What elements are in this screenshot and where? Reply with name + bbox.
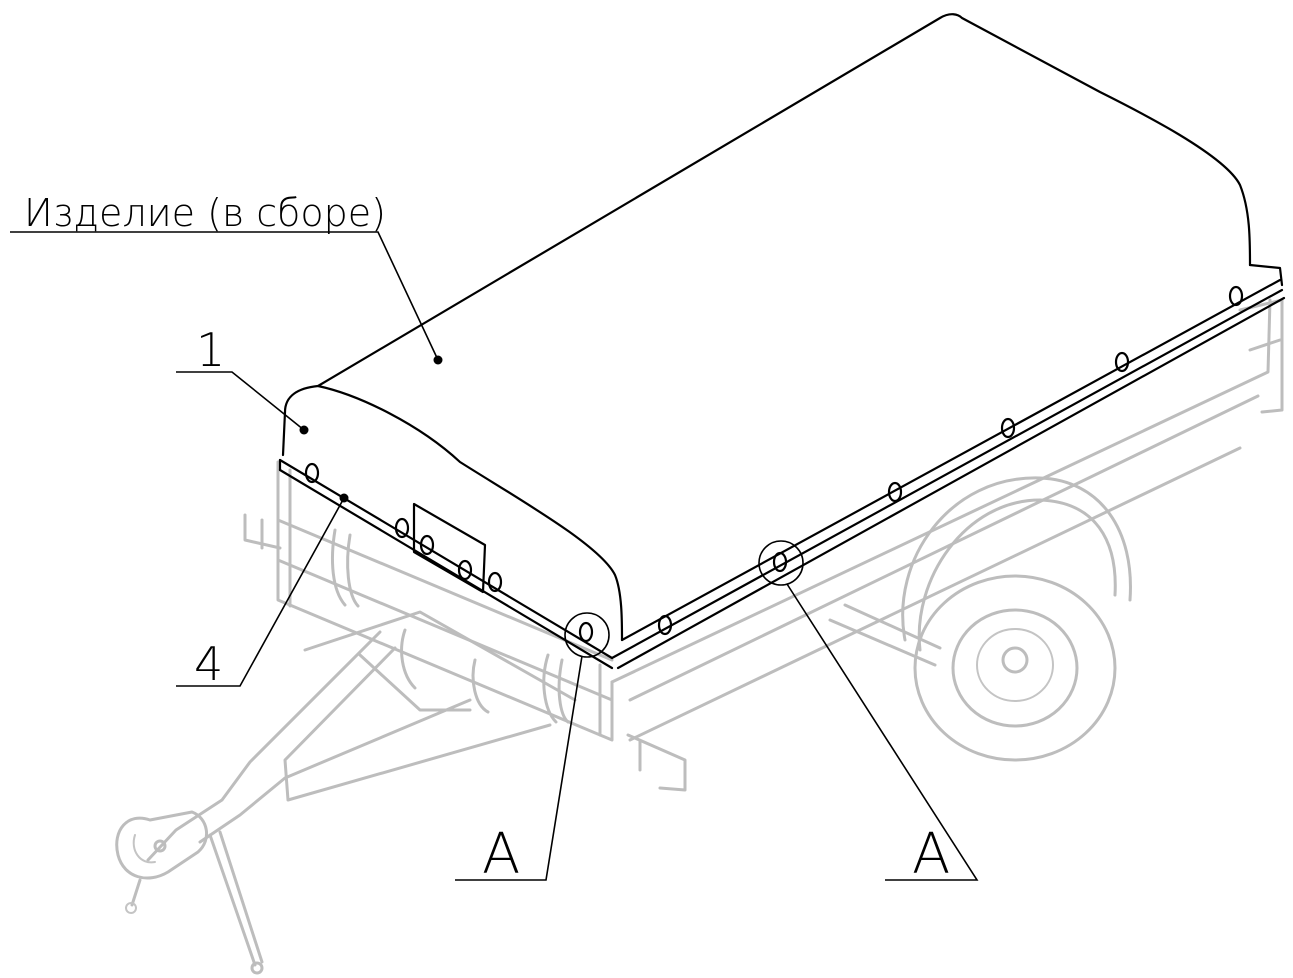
front-flap bbox=[412, 502, 487, 594]
leader-lines bbox=[10, 231, 979, 881]
hitch-coupler bbox=[115, 810, 208, 914]
trailer-cover bbox=[278, 13, 1286, 670]
callout-view-a-right: А bbox=[912, 822, 950, 887]
eyelets-front bbox=[304, 462, 594, 643]
callout-assembly: Изделие (в сборе) bbox=[24, 191, 386, 235]
jockey-leg bbox=[208, 833, 257, 967]
trailer-body-box bbox=[243, 298, 1284, 792]
callout-view-a-left: А bbox=[482, 822, 520, 887]
callout-item-4: 4 bbox=[194, 637, 223, 691]
detail-circle-a-left bbox=[564, 612, 610, 658]
callout-item-1: 1 bbox=[196, 323, 225, 377]
eyelets-side bbox=[657, 285, 1244, 636]
trailer-wheel bbox=[828, 476, 1132, 762]
trailer-drawbar bbox=[146, 610, 577, 862]
trailer-ghost bbox=[115, 298, 1284, 975]
detail-circle-a-right bbox=[758, 540, 804, 586]
callout-labels: Изделие (в сборе) 1 4 А А bbox=[24, 191, 950, 887]
cover-outline bbox=[283, 13, 1252, 414]
